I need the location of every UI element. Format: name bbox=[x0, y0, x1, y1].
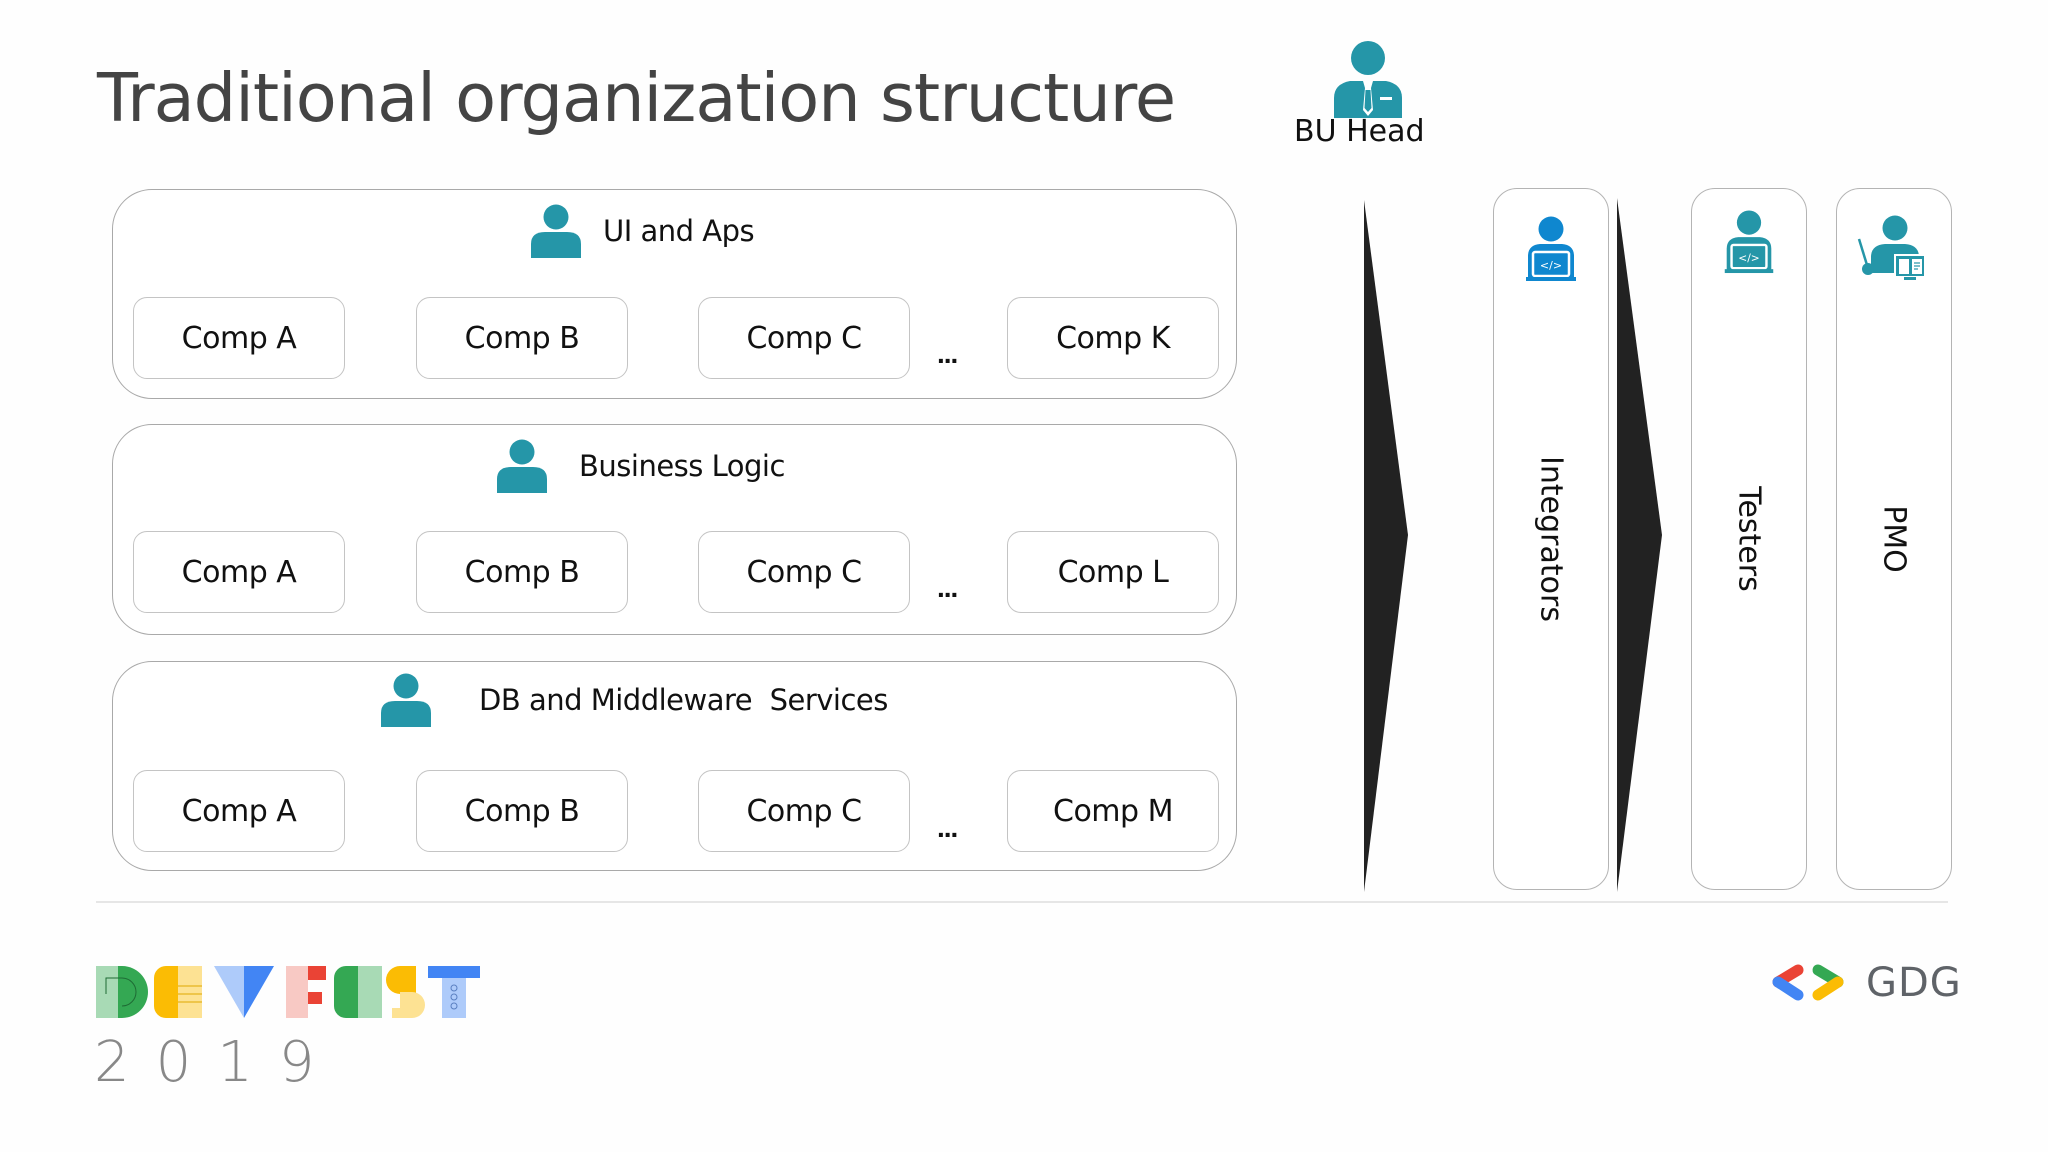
person-icon bbox=[381, 673, 431, 727]
manager-person-icon bbox=[1334, 41, 1402, 118]
layer-ui-and-aps: UI and Aps Comp A Comp B Comp C ... Comp… bbox=[112, 189, 1237, 399]
ellipsis: ... bbox=[937, 812, 958, 843]
component-box: Comp K bbox=[1007, 297, 1219, 379]
panel-label: Testers bbox=[1731, 486, 1767, 592]
chevron-arrow-icon bbox=[1364, 200, 1408, 892]
component-box: Comp B bbox=[416, 770, 628, 852]
person-icon bbox=[531, 204, 581, 258]
panel-testers: </> Testers bbox=[1691, 188, 1807, 890]
gdg-brackets-icon bbox=[1772, 964, 1844, 1001]
chevron-arrow-icon bbox=[1617, 198, 1662, 892]
panel-integrators: </> Integrators bbox=[1493, 188, 1609, 890]
component-box: Comp A bbox=[133, 770, 345, 852]
component-box: Comp M bbox=[1007, 770, 1219, 852]
component-box: Comp B bbox=[416, 531, 628, 613]
devfest-year: 2019 bbox=[94, 1030, 341, 1095]
panel-label: PMO bbox=[1876, 505, 1912, 573]
component-box: Comp C bbox=[698, 297, 910, 379]
presenter-board-icon bbox=[1857, 215, 1926, 280]
ellipsis: ... bbox=[937, 338, 958, 369]
layer-db-and-middleware: DB and Middleware Services Comp A Comp B… bbox=[112, 661, 1237, 871]
component-box: Comp L bbox=[1007, 531, 1219, 613]
ellipsis: ... bbox=[937, 572, 958, 603]
layer-title: DB and Middleware Services bbox=[479, 683, 888, 717]
panel-pmo: PMO bbox=[1836, 188, 1952, 890]
layer-title: Business Logic bbox=[579, 449, 785, 483]
component-box: Comp A bbox=[133, 297, 345, 379]
bu-head: BU Head bbox=[1286, 36, 1425, 156]
component-box: Comp A bbox=[133, 531, 345, 613]
gdg-text: GDG bbox=[1866, 960, 1962, 1006]
bu-head-label: BU Head bbox=[1294, 114, 1425, 149]
layer-title: UI and Aps bbox=[603, 214, 755, 248]
person-icon bbox=[497, 439, 547, 493]
layer-business-logic: Business Logic Comp A Comp B Comp C ... … bbox=[112, 424, 1237, 635]
devfest-logo-icon bbox=[96, 966, 480, 1018]
svg-text:</>: </> bbox=[1738, 251, 1759, 264]
gdg-logo: GDG bbox=[1768, 958, 1962, 1008]
footer-divider bbox=[96, 901, 1948, 903]
slide-title: Traditional organization structure bbox=[97, 59, 1176, 137]
panel-label: Integrators bbox=[1533, 456, 1569, 622]
developer-laptop-icon: </> bbox=[1724, 210, 1774, 274]
component-box: Comp B bbox=[416, 297, 628, 379]
developer-laptop-icon: </> bbox=[1526, 216, 1576, 281]
component-box: Comp C bbox=[698, 531, 910, 613]
component-box: Comp C bbox=[698, 770, 910, 852]
svg-text:</>: </> bbox=[1540, 259, 1562, 272]
